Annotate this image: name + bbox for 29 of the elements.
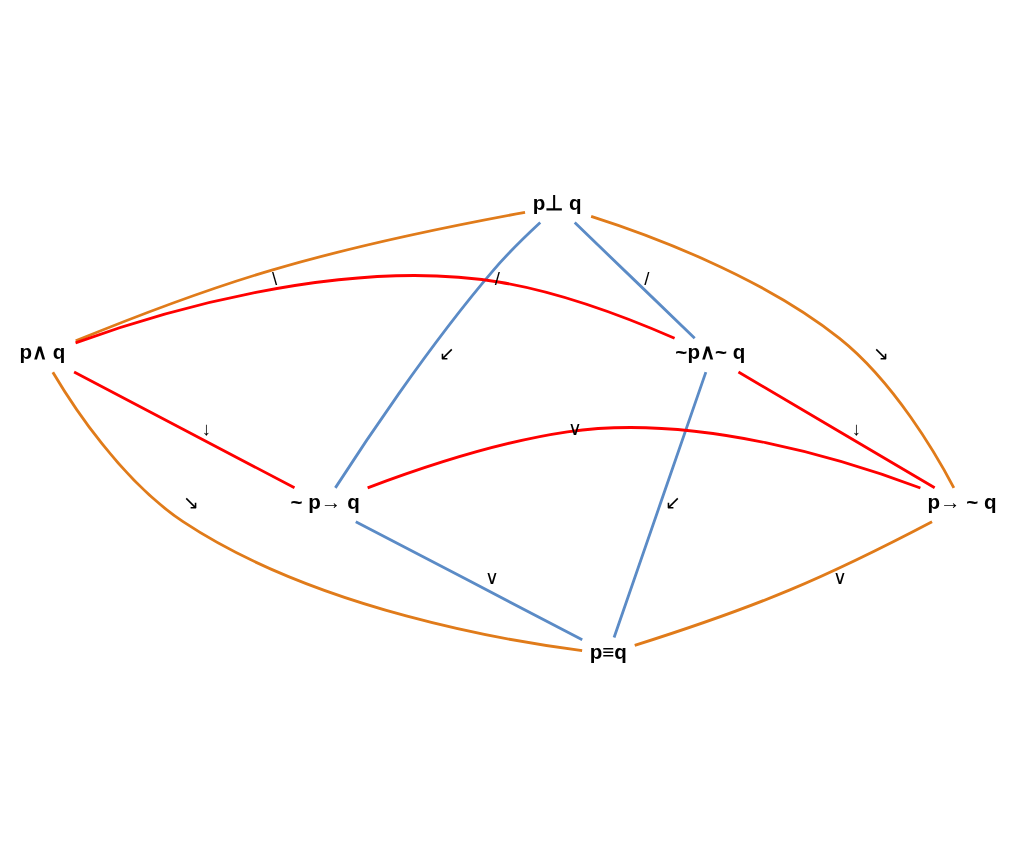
connector bbox=[75, 274, 676, 345]
edge-label: / bbox=[644, 268, 650, 290]
connector bbox=[634, 520, 933, 647]
edge-label: / bbox=[494, 268, 500, 290]
connector bbox=[737, 370, 936, 489]
node-text: p∧ q bbox=[19, 340, 66, 364]
node-text: p≡q bbox=[589, 639, 627, 663]
node-text: p⊥ q bbox=[532, 190, 582, 214]
connector bbox=[367, 426, 921, 490]
connector bbox=[51, 371, 583, 652]
connector bbox=[334, 221, 542, 489]
edge-label: ∨ bbox=[833, 567, 848, 589]
edge-label: ∨ bbox=[484, 567, 499, 589]
connector bbox=[573, 221, 696, 340]
edge-label: \ bbox=[272, 268, 278, 290]
edge-label: ↓ bbox=[201, 417, 212, 439]
node-text: ~ p→ q bbox=[290, 490, 360, 514]
edge-label: ↘ bbox=[183, 492, 199, 514]
edge-label: ↙ bbox=[665, 492, 682, 514]
edge-label: ↘ bbox=[873, 342, 890, 364]
node-text: p→ ~ q bbox=[927, 490, 997, 514]
node-text: ~p∧~ q bbox=[675, 340, 746, 364]
edge-label: ↓ bbox=[851, 417, 861, 439]
edge-label: ↙ bbox=[439, 342, 456, 364]
connector bbox=[75, 210, 526, 343]
connector bbox=[355, 520, 583, 641]
connector bbox=[590, 215, 956, 489]
connector bbox=[612, 371, 708, 638]
connector bbox=[73, 370, 296, 489]
